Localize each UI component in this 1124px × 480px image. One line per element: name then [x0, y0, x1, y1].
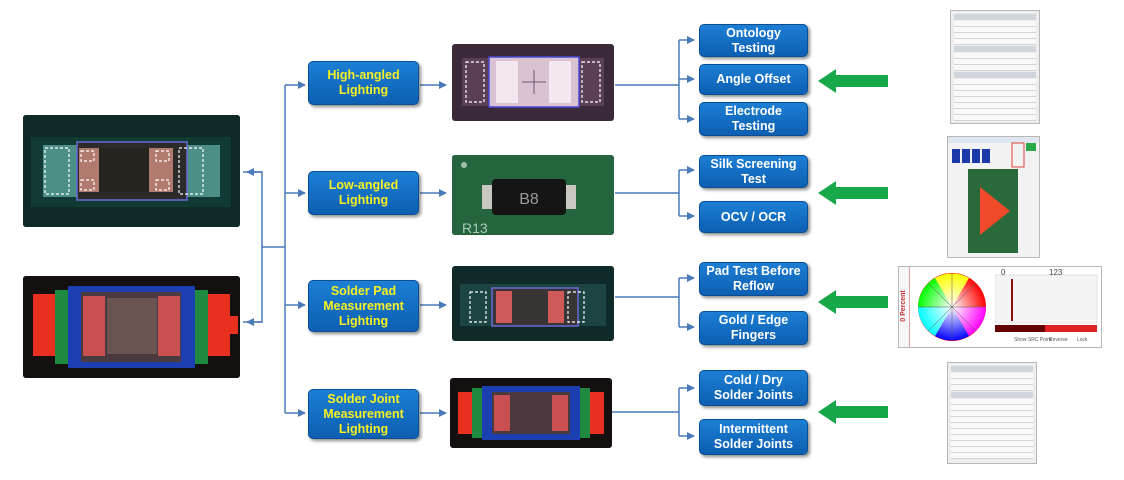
- test-label: Gold / Edge Fingers: [718, 313, 789, 342]
- lighting-label: Low-angled Lighting: [328, 178, 399, 207]
- high-angle-photo: [452, 44, 614, 121]
- solder-pad-photo: [452, 266, 614, 341]
- test-box-ontology: Ontology Testing: [699, 24, 808, 57]
- lighting-label: Solder Pad Measurement Lighting: [323, 283, 404, 328]
- checkbox-show-src: Show SRC Point: [1014, 337, 1052, 343]
- lighting-label: High-angled Lighting: [327, 68, 400, 97]
- lighting-box-high-angled: High-angled Lighting: [308, 61, 419, 105]
- test-label: Silk Screening Test: [710, 156, 797, 186]
- green-arrow-icon: [818, 69, 888, 93]
- test-label: Electrode Testing: [725, 104, 782, 133]
- max-value: 123: [1049, 268, 1063, 277]
- test-box-electrode: Electrode Testing: [699, 102, 808, 136]
- green-arrow-icon: [818, 290, 888, 314]
- test-label: Ontology Testing: [726, 25, 781, 55]
- lighting-box-solder-pad: Solder Pad Measurement Lighting: [308, 280, 419, 332]
- test-label: OCV / OCR: [720, 209, 787, 224]
- settings-panel-screenshot: [950, 10, 1040, 124]
- test-label: Pad Test Before Reflow: [706, 264, 801, 293]
- green-arrow-icon: [818, 400, 888, 424]
- lighting-label: Solder Joint Measurement Lighting: [323, 391, 404, 436]
- green-arrow-icon: [818, 181, 888, 205]
- checkbox-lock: Lock: [1077, 337, 1088, 343]
- test-box-ocv-ocr: OCV / OCR: [699, 201, 808, 233]
- test-box-gold-edge: Gold / Edge Fingers: [699, 311, 808, 345]
- test-box-pad-test: Pad Test Before Reflow: [699, 262, 808, 296]
- min-value: 0: [1001, 268, 1006, 277]
- color-analysis-screenshot: 0 Percent 0 123 Show SRC Point Reverse L…: [898, 266, 1102, 348]
- lighting-box-solder-joint: Solder Joint Measurement Lighting: [308, 389, 419, 439]
- test-box-silk-screening: Silk Screening Test: [699, 155, 808, 188]
- lighting-box-low-angled: Low-angled Lighting: [308, 171, 419, 215]
- solder-joint-photo: [450, 378, 612, 448]
- low-angle-photo: B8 R13: [452, 155, 614, 235]
- input-component-photo: [23, 115, 240, 227]
- ocv-window-screenshot: [947, 136, 1040, 258]
- input-heatmap-photo: [23, 276, 240, 378]
- test-label: Cold / Dry Solder Joints: [713, 373, 794, 402]
- joint-settings-screenshot: [947, 362, 1037, 464]
- test-label: Angle Offset: [716, 72, 791, 86]
- color-wheel-icon: [918, 273, 986, 341]
- input-bracket: [243, 171, 263, 323]
- svg-text:R13: R13: [462, 220, 488, 235]
- test-label: Intermittent Solder Joints: [713, 422, 794, 451]
- test-box-intermittent: Intermittent Solder Joints: [699, 419, 808, 455]
- component-marking: B8: [519, 191, 539, 208]
- test-box-angle-offset: Angle Offset: [699, 64, 808, 95]
- percent-label: 0 Percent: [900, 290, 907, 322]
- checkbox-reverse: Reverse: [1049, 337, 1068, 343]
- test-box-cold-dry: Cold / Dry Solder Joints: [699, 370, 808, 406]
